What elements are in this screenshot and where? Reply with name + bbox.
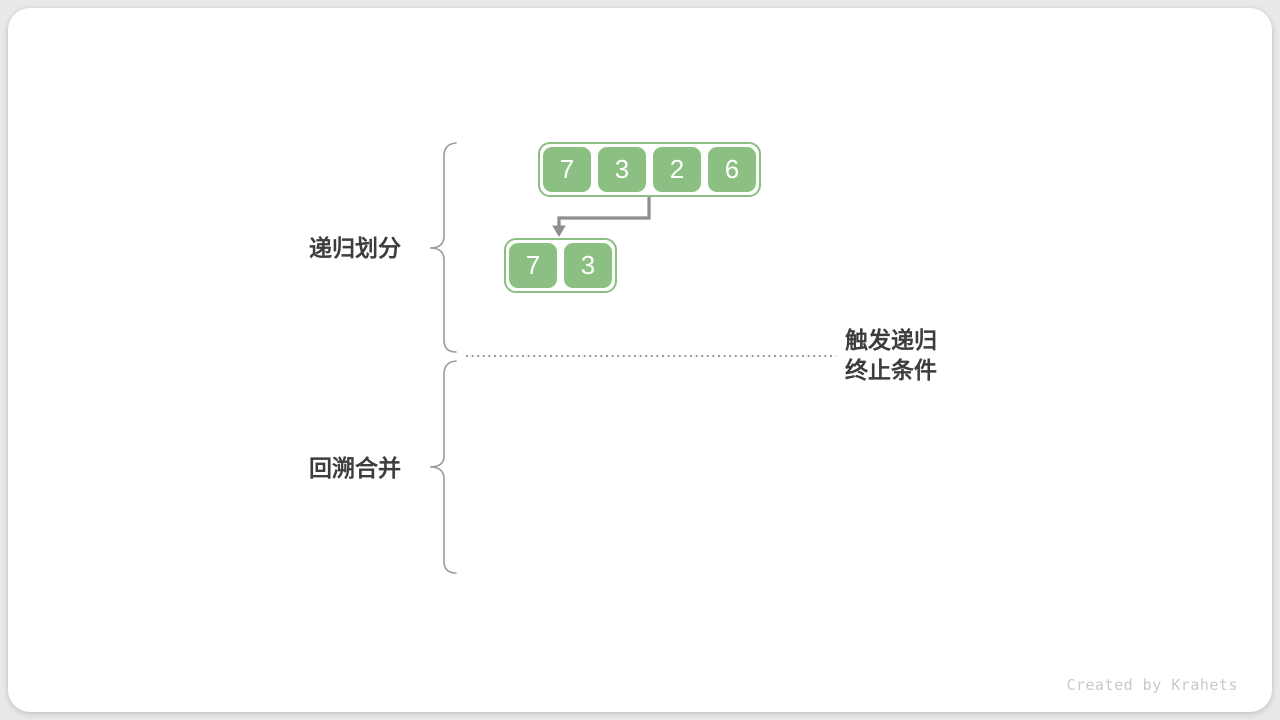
label-backtrack-merge: 回溯合并 [309, 455, 401, 481]
label-termination-line2: 终止条件 [845, 357, 937, 383]
watermark: Created by Krahets [1066, 676, 1238, 694]
array-cell: 2 [653, 147, 701, 192]
label-termination-line1: 触发递归 [845, 327, 937, 353]
array-cell: 7 [509, 243, 557, 288]
array-cell: 3 [564, 243, 612, 288]
array-top: 7 3 2 6 [538, 142, 761, 197]
array-cell: 7 [543, 147, 591, 192]
array-cell: 3 [598, 147, 646, 192]
label-recursive-partition: 递归划分 [309, 235, 401, 261]
label-termination-condition: 触发递归 终止条件 [845, 325, 937, 385]
diagram-canvas [8, 8, 1272, 712]
array-sub: 7 3 [504, 238, 617, 293]
array-cell: 6 [708, 147, 756, 192]
